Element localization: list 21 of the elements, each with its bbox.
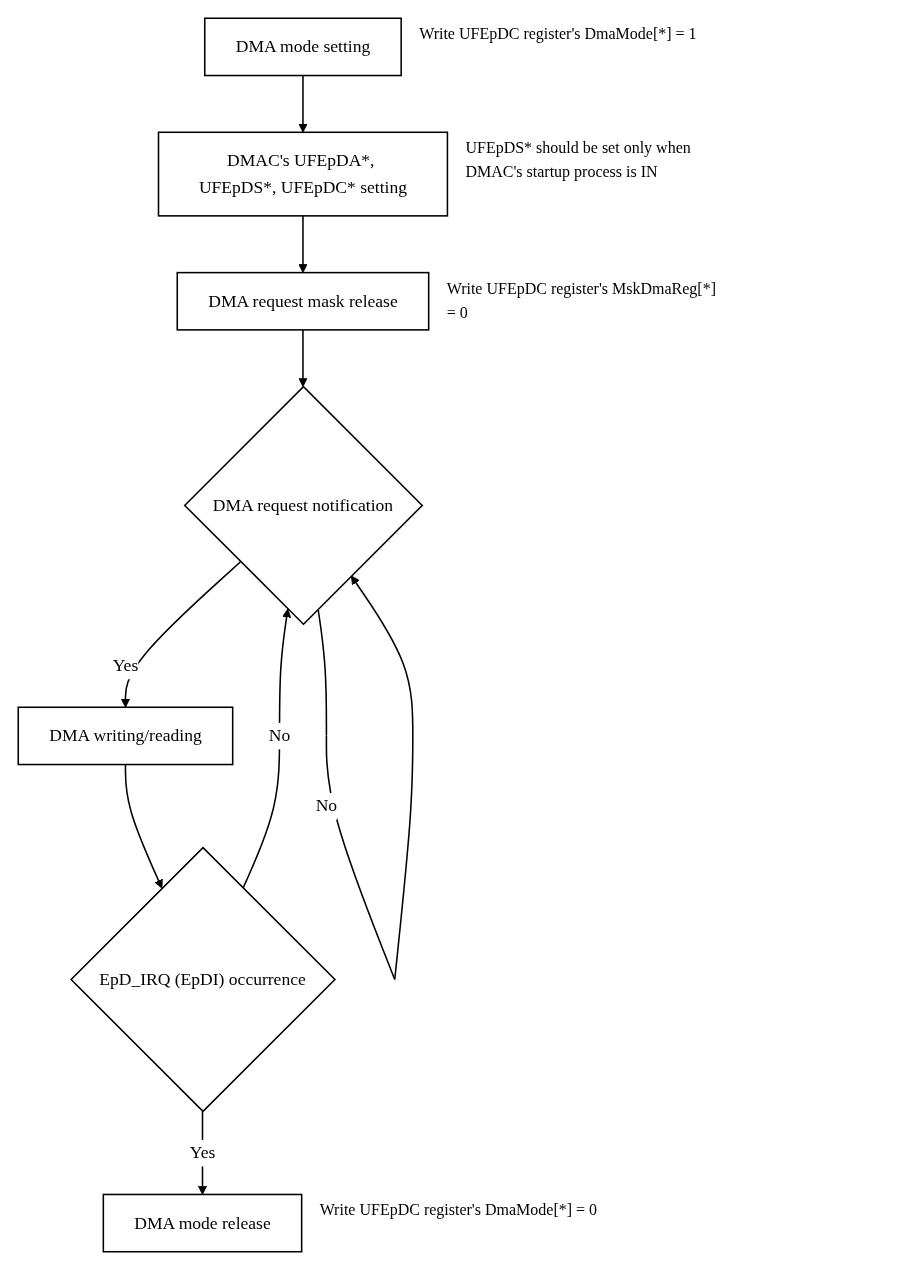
node-box: DMAC's UFEpDA*, UFEpDS*, UFEpDC* setting xyxy=(157,131,449,217)
edge-label: No xyxy=(268,725,291,746)
arrow xyxy=(242,608,292,889)
arrow xyxy=(120,561,242,708)
node-box: DMA mode setting xyxy=(204,17,402,77)
arrow xyxy=(298,329,308,388)
edge-label: Yes xyxy=(112,655,139,676)
annotation-note: Write UFEpDC register's DmaMode[*] = 0 xyxy=(319,1200,599,1221)
annotation-note: Write UFEpDC register's MskDmaReg[*] = 0 xyxy=(446,278,717,323)
arrow xyxy=(298,215,308,274)
node-box: DMA request mask release xyxy=(176,271,430,331)
annotation-note: Write UFEpDC register's DmaMode[*] = 1 xyxy=(419,24,698,45)
arrow xyxy=(124,763,163,889)
edge-label: No xyxy=(315,796,338,816)
annotation-note: UFEpDS* should be set only when DMAC's startup process is IN xyxy=(465,138,692,183)
edge-label: Yes xyxy=(189,1142,216,1163)
node-diamond: DMA request notification xyxy=(183,385,424,626)
arrow xyxy=(298,74,308,133)
node-diamond: EpD_IRQ (EpDI) occurrence xyxy=(70,846,336,1113)
node-box: DMA mode release xyxy=(102,1193,303,1253)
node-box: DMA writing/reading xyxy=(17,706,234,766)
